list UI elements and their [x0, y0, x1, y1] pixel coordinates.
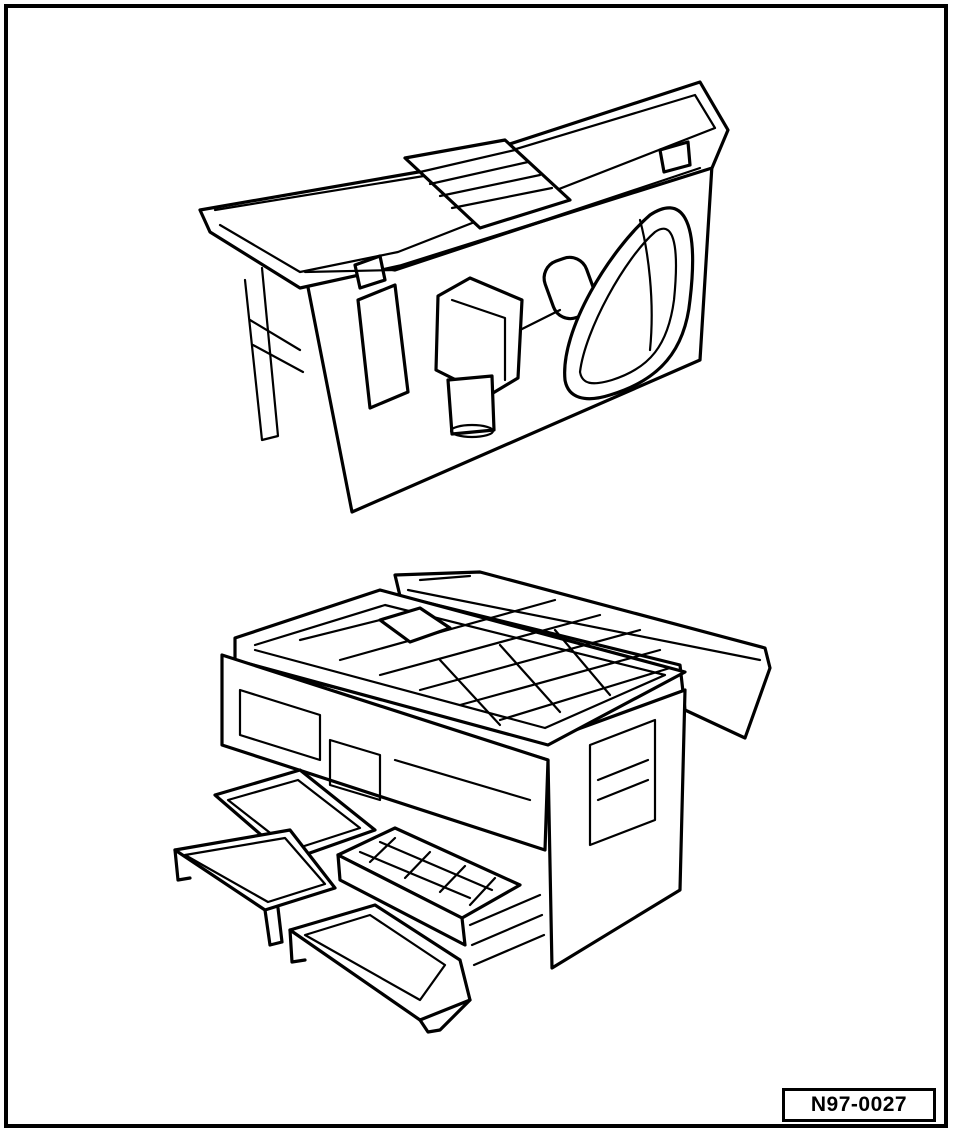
closed-case-cable-loop — [563, 206, 695, 401]
closed-case-latch-left — [353, 254, 387, 290]
open-case-front-panel — [220, 653, 550, 852]
open-toolbox-illustration — [173, 570, 772, 1034]
open-case-tool-in-tray — [378, 606, 452, 644]
closed-case-connector-barrel — [446, 374, 496, 436]
closed-case-connector-plug — [434, 276, 524, 398]
figure-reference-label: N97-0027 — [782, 1088, 936, 1122]
closed-case-label-plate — [356, 283, 410, 410]
closed-case-latch-right — [658, 140, 692, 174]
figure-frame — [4, 4, 948, 1128]
closed-toolbox-illustration — [198, 80, 730, 514]
